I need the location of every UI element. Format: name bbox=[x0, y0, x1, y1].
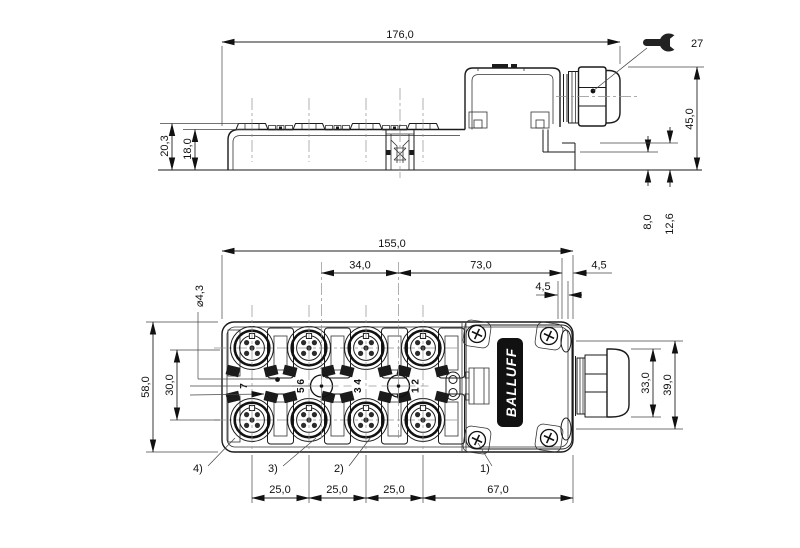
side-clip bbox=[342, 125, 350, 131]
svg-text:25,0: 25,0 bbox=[269, 484, 290, 496]
side-clip bbox=[333, 125, 342, 131]
clip-wing bbox=[377, 390, 393, 404]
top-view: 7 5 6 3 4 1 2 BA bbox=[140, 238, 683, 503]
screw bbox=[533, 320, 565, 352]
svg-text:58,0: 58,0 bbox=[140, 376, 152, 397]
svg-text:4,5: 4,5 bbox=[535, 281, 550, 293]
clip-wing bbox=[434, 364, 450, 378]
side-clip bbox=[390, 125, 399, 131]
dim-overall-width: 176,0 bbox=[221, 29, 621, 126]
side-body-outline bbox=[227, 88, 465, 178]
side-clip bbox=[268, 125, 276, 131]
dim-port-pitches: 25,0 25,0 25,0 67,0 bbox=[251, 455, 574, 503]
clip-wing bbox=[377, 364, 393, 378]
dim-step-height: 8,0 bbox=[580, 136, 658, 230]
clip-wing bbox=[282, 364, 298, 378]
svg-text:39,0: 39,0 bbox=[662, 374, 674, 395]
side-clip bbox=[285, 125, 293, 131]
rail-clip-detail bbox=[464, 367, 490, 405]
svg-text:155,0: 155,0 bbox=[378, 238, 406, 250]
dim-body-width: 58,0 bbox=[140, 321, 218, 453]
dim-edge-offset-lower: 4,5 bbox=[535, 281, 582, 319]
clip-wing bbox=[320, 364, 336, 378]
callouts: 4) 3) 2) 1) bbox=[193, 436, 493, 475]
side-view: 27 176,0 20,3 18,0 8,0 bbox=[158, 29, 704, 235]
housing-top-mark bbox=[492, 64, 508, 69]
dim-hole-spacing: 34,0 bbox=[321, 260, 399, 277]
clip-wing bbox=[339, 390, 355, 404]
svg-text:25,0: 25,0 bbox=[383, 484, 404, 496]
brand-text: BALLUFF bbox=[504, 348, 519, 417]
screw bbox=[461, 318, 493, 350]
svg-text:34,0: 34,0 bbox=[349, 260, 370, 272]
svg-text:4,5: 4,5 bbox=[591, 260, 606, 272]
clip-wing bbox=[263, 390, 279, 404]
balluff-logo: BALLUFF bbox=[497, 338, 523, 427]
cable-gland-side bbox=[556, 47, 648, 127]
svg-text:67,0: 67,0 bbox=[487, 484, 508, 496]
gland-housing bbox=[464, 64, 576, 170]
svg-text:18,0: 18,0 bbox=[182, 138, 194, 159]
dim-boss-height: 20,3 bbox=[159, 123, 250, 171]
clip-wing bbox=[339, 364, 355, 378]
wrench-size-label: 27 bbox=[691, 38, 703, 50]
svg-text:20,3: 20,3 bbox=[159, 135, 171, 156]
mounting-hole-section bbox=[385, 88, 415, 178]
callout-4: 4) bbox=[193, 463, 203, 475]
body-outline bbox=[221, 321, 574, 453]
clip-wing bbox=[320, 390, 336, 404]
led-window bbox=[445, 371, 461, 401]
side-clip-mark bbox=[393, 126, 396, 129]
side-clip bbox=[276, 125, 285, 131]
svg-text:30,0: 30,0 bbox=[164, 374, 176, 395]
svg-text:176,0: 176,0 bbox=[386, 29, 414, 41]
svg-text:⌀4,3: ⌀4,3 bbox=[194, 285, 206, 307]
svg-text:12,6: 12,6 bbox=[664, 213, 676, 234]
screw bbox=[461, 424, 493, 456]
cable-gland-plan bbox=[571, 348, 630, 418]
clip-wing bbox=[225, 364, 241, 378]
port-label: 1 2 bbox=[411, 379, 422, 393]
side-clip-mark bbox=[279, 126, 282, 129]
side-clip-mark bbox=[336, 126, 339, 129]
screw bbox=[533, 422, 565, 454]
dim-cap-width: 39,0 bbox=[576, 340, 683, 430]
port-label: 3 4 bbox=[353, 379, 364, 393]
m12-ports bbox=[229, 305, 446, 503]
dim-gland-diameter: 33,0 bbox=[631, 348, 661, 418]
callout-2: 2) bbox=[334, 463, 344, 475]
svg-text:25,0: 25,0 bbox=[326, 484, 347, 496]
end-cap: BALLUFF bbox=[461, 318, 573, 456]
clip-wing bbox=[396, 364, 412, 378]
wrench-icon bbox=[643, 33, 675, 52]
callout-3: 3) bbox=[268, 463, 278, 475]
callout-1: 1) bbox=[480, 463, 490, 475]
side-clip bbox=[382, 125, 390, 131]
dim-row-spacing: 30,0 bbox=[164, 349, 220, 421]
clip-wing bbox=[263, 364, 279, 378]
dim-edge-offset-upper: 4,5 bbox=[561, 258, 612, 319]
dim-total-height: 45,0 bbox=[628, 66, 704, 171]
gland-hex-side bbox=[577, 66, 607, 127]
svg-text:8,0: 8,0 bbox=[642, 214, 654, 229]
dim-flange-height: 12,6 bbox=[600, 127, 678, 235]
side-clip bbox=[399, 125, 407, 131]
dim-body-height: 18,0 bbox=[182, 129, 258, 171]
clip-wing bbox=[282, 390, 298, 404]
svg-text:33,0: 33,0 bbox=[640, 372, 652, 393]
svg-text:73,0: 73,0 bbox=[470, 260, 491, 272]
body-inner-outline bbox=[226, 326, 569, 448]
dim-hole-diameter: ⌀4,3 bbox=[189, 285, 310, 398]
clip-wing bbox=[225, 390, 241, 404]
side-clip bbox=[325, 125, 333, 131]
clip-wing bbox=[396, 390, 412, 404]
dim-hole-to-gland: 73,0 bbox=[398, 260, 563, 277]
connector-clips bbox=[225, 364, 450, 404]
connector-bosses bbox=[235, 98, 440, 162]
dim-body-length: 155,0 bbox=[221, 238, 574, 319]
svg-text:45,0: 45,0 bbox=[684, 108, 696, 129]
